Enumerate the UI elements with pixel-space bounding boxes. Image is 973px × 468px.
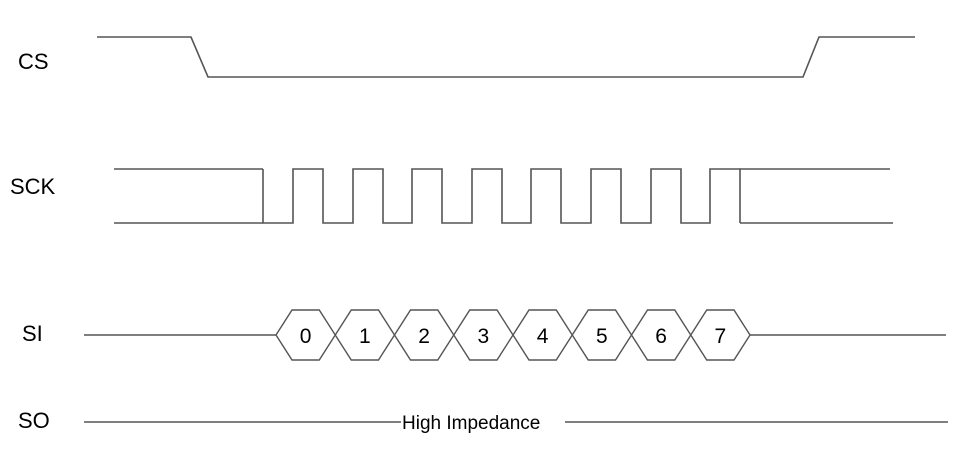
so-note-background: [401, 410, 565, 434]
si-bit-label: 5: [596, 325, 608, 348]
si-bit-label: 6: [655, 325, 667, 348]
si-bit-label: 4: [537, 325, 549, 348]
si-bit-label: 1: [359, 325, 371, 348]
sck-clock-pulses: [262, 168, 741, 224]
si-bit-label: 3: [478, 325, 490, 348]
si-bit-cell: [689, 309, 751, 361]
so-note: High Impedance: [402, 413, 540, 434]
sck-label: SCK: [10, 174, 56, 199]
si-bit-label: 7: [715, 325, 727, 348]
si-bit-label: 2: [418, 325, 430, 348]
si-waveform: 0 1 2 3 4 5 6 7: [84, 309, 946, 361]
sck-waveform: [114, 168, 893, 224]
si-label: SI: [22, 321, 43, 346]
cs-label: CS: [18, 49, 49, 74]
cs-waveform: [97, 36, 915, 78]
so-label: SO: [18, 408, 50, 433]
si-bit-label: 0: [300, 325, 312, 348]
si-data-cells: 0 1 2 3 4 5 6 7: [275, 309, 751, 361]
